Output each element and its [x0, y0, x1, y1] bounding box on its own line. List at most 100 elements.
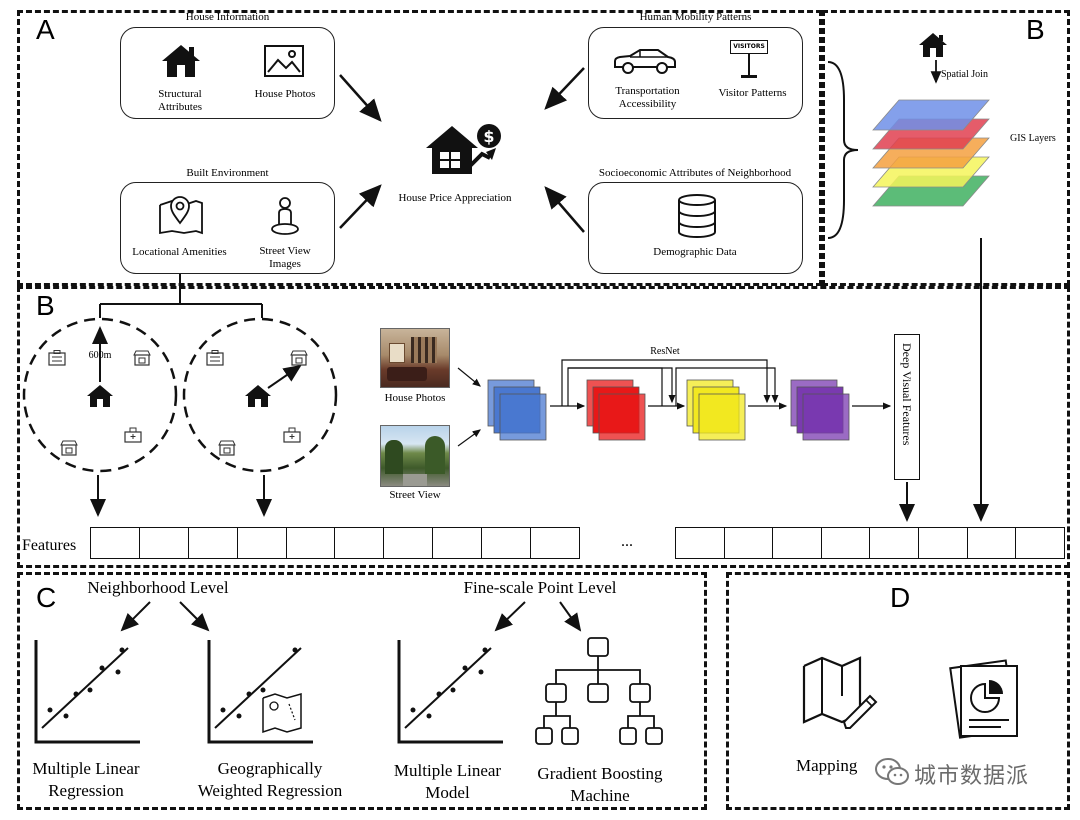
feature-cell	[433, 528, 483, 558]
gis-bracket	[827, 61, 859, 239]
street-person-icon	[270, 196, 300, 241]
small-house-icon	[918, 32, 948, 63]
store-icon	[133, 350, 151, 371]
panel-b-top-letter: B	[1026, 14, 1045, 45]
structural-attributes-label: Structural Attributes	[158, 88, 202, 113]
feature-cell	[287, 528, 336, 558]
store-icon	[290, 350, 308, 371]
report-chart-icon	[949, 659, 1018, 739]
feature-vector-left	[90, 527, 580, 559]
feature-cell	[384, 528, 434, 558]
deep-visual-features-box	[894, 334, 920, 480]
transportation-accessibility-label: Transportation Accessibility	[615, 85, 680, 110]
house-photos-label: House Photos	[254, 88, 316, 100]
store-icon	[60, 440, 78, 461]
feature-vector-right	[675, 527, 1065, 559]
feature-cell	[725, 528, 774, 558]
street-view-caption: Street View	[389, 489, 441, 501]
house-info-box	[120, 27, 335, 119]
visitor-patterns-label: Visitor Patterns	[718, 87, 787, 99]
spatial-join-label: Spatial Join	[941, 69, 988, 80]
gwr-plot-icon	[207, 640, 313, 744]
gbm-label: Gradient Boosting Machine	[537, 764, 663, 805]
photo-icon	[264, 45, 304, 82]
resnet-block	[499, 393, 547, 441]
feature-cell	[773, 528, 822, 558]
feature-cell	[676, 528, 725, 558]
socio-box	[588, 182, 803, 274]
panel-b-main	[17, 286, 1070, 568]
socio-title: Socioeconomic Attributes of Neighborhood	[598, 167, 792, 179]
feature-cell	[189, 528, 238, 558]
feature-cell	[919, 528, 968, 558]
building-icon	[48, 350, 66, 371]
locational-amenities-label: Locational Amenities	[132, 246, 227, 258]
visitor-sign-text: VISITORS	[730, 40, 768, 54]
decision-tree-icon	[535, 637, 663, 745]
panel-a	[17, 10, 822, 286]
street-view-images-label: Street View Images	[259, 245, 311, 270]
mapping-label: Mapping	[796, 756, 858, 775]
gis-layers-label: GIS Layers	[1010, 133, 1056, 144]
gwr-label: Geographically Weighted Regression	[197, 759, 343, 800]
hospital-icon	[124, 427, 142, 448]
mobility-title: Human Mobility Patterns	[639, 11, 752, 23]
panel-b-top	[822, 10, 1070, 286]
car-icon	[612, 47, 678, 80]
neighborhood-level-label: Neighborhood Level	[87, 578, 229, 597]
panel-c-letter: C	[36, 582, 57, 613]
feature-cell	[336, 528, 385, 558]
mlm-label: Multiple Linear Model	[393, 761, 502, 802]
fine-scale-label: Fine-scale Point Level	[463, 578, 617, 597]
gis-layer	[872, 99, 990, 131]
built-env-box	[120, 182, 335, 274]
house-icon	[160, 43, 202, 84]
panel-b-main-letter: B	[36, 290, 55, 321]
mlr-label: Multiple Linear Regression	[32, 759, 140, 800]
gis-layers-stack	[872, 99, 990, 207]
mlm-plot-icon	[397, 640, 503, 744]
mlr-plot-icon	[34, 640, 140, 744]
ellipsis: ...	[621, 533, 633, 550]
panel-a-letter: A	[36, 14, 55, 45]
house-photo-thumbnail	[380, 328, 450, 388]
features-label: Features	[22, 537, 77, 554]
wechat-logo-icon	[874, 757, 910, 792]
feature-cell	[822, 528, 871, 558]
hospital-icon	[283, 427, 301, 448]
svg-text:$: $	[483, 127, 494, 146]
watermark-text: 城市数据派	[914, 764, 1030, 789]
feature-cell	[482, 528, 532, 558]
feature-cell	[870, 528, 919, 558]
feature-cell	[91, 528, 140, 558]
spatial-join-arrow	[930, 60, 943, 95]
built-env-title: Built Environment	[186, 167, 269, 179]
visitor-sign-icon: VISITORS	[730, 40, 770, 82]
center-house-icon-2	[244, 384, 272, 413]
panel-d	[726, 572, 1070, 810]
feature-cell	[140, 528, 189, 558]
house-photos-caption: House Photos	[384, 392, 446, 404]
resnet-label: ResNet	[650, 346, 680, 357]
demographic-data-label: Demographic Data	[653, 246, 737, 258]
map-pin-icon	[158, 195, 204, 240]
street-view-thumbnail	[380, 425, 450, 487]
resnet-block	[802, 393, 850, 441]
feature-cell	[238, 528, 287, 558]
building-icon	[206, 350, 224, 371]
database-icon	[677, 194, 717, 243]
center-house-icon-1	[86, 384, 114, 413]
feature-cell	[968, 528, 1017, 558]
panel-d-letter: D	[890, 582, 911, 613]
resnet-block	[698, 393, 746, 441]
house-price-appreciation-label: House Price Appreciation	[398, 192, 512, 204]
map-pencil-icon	[802, 656, 878, 729]
panel-c	[17, 572, 707, 810]
house-info-title: House Information	[185, 11, 270, 23]
